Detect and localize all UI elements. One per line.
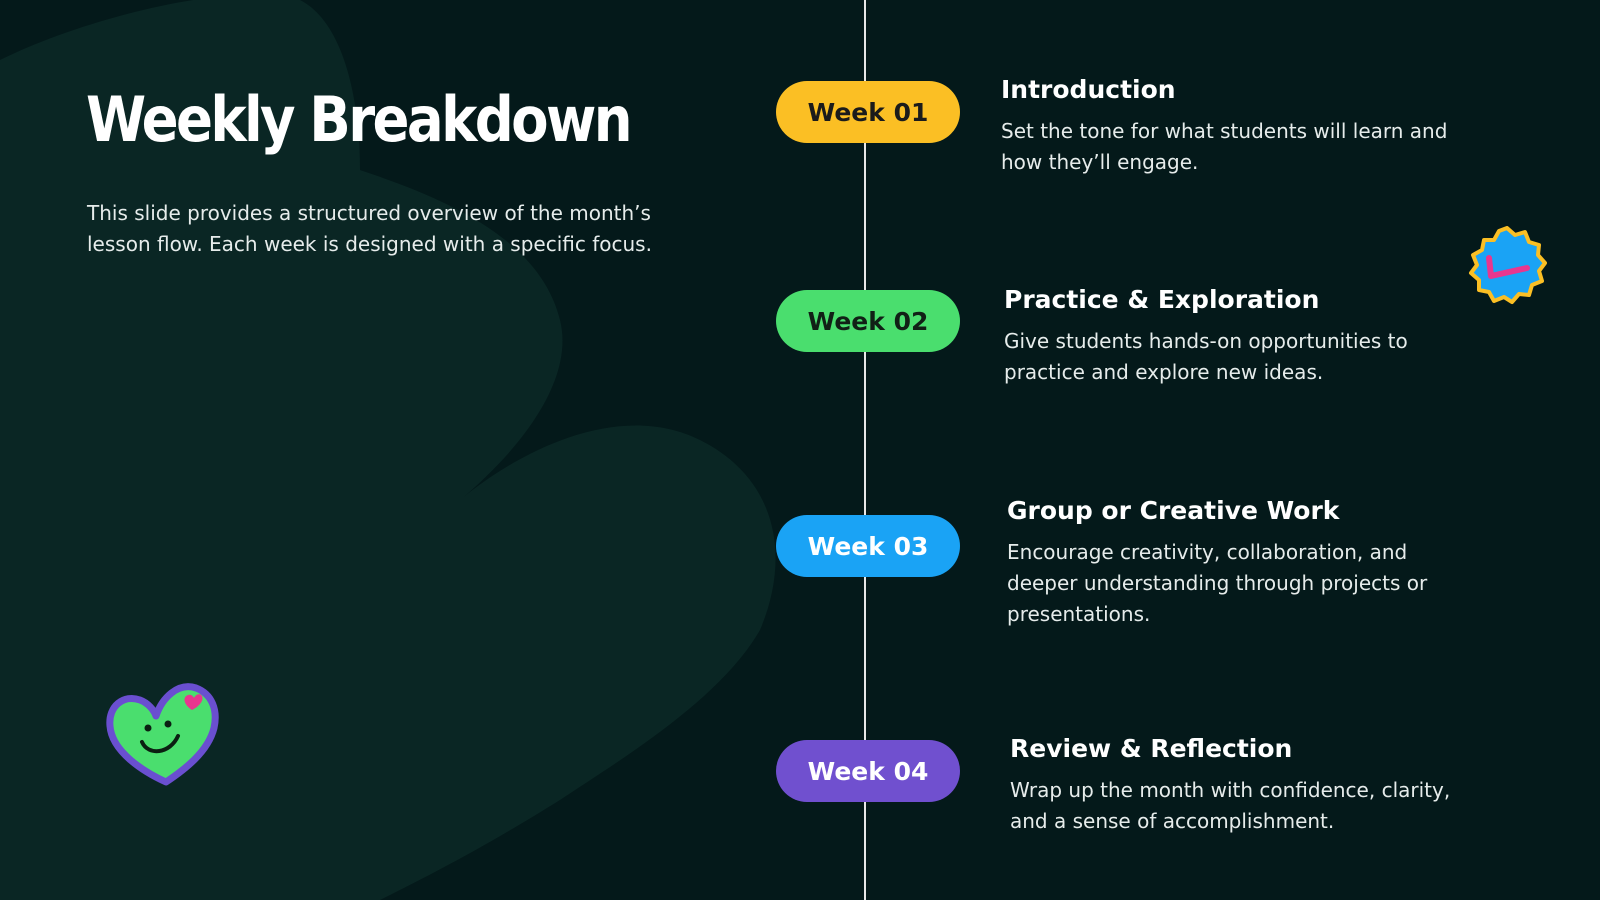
week-02-description: Give students hands-on opportunities to … [1004, 329, 1408, 384]
timeline-line [864, 0, 866, 900]
week-02-heading: Practice & Exploration [1004, 285, 1320, 314]
week-03-heading: Group or Creative Work [1007, 496, 1340, 525]
week-01-heading: Introduction [1001, 75, 1176, 104]
week-04-description: Wrap up the month with confidence, clari… [1010, 778, 1451, 833]
smiley-heart-icon [106, 683, 219, 786]
check-badge-icon [1469, 226, 1547, 304]
week-03-item: Group or Creative Work Encourage creativ… [1007, 495, 1477, 630]
week-02-pill: Week 02 [776, 290, 960, 352]
week-04-pill: Week 04 [776, 740, 960, 802]
week-03-description: Encourage creativity, collaboration, and… [1007, 540, 1428, 626]
slide-intro: This slide provides a structured overvie… [87, 201, 652, 256]
week-02-item: Practice & Exploration Give students han… [1004, 284, 1474, 388]
week-04-heading: Review & Reflection [1010, 734, 1293, 763]
week-01-pill: Week 01 [776, 81, 960, 143]
week-03-pill: Week 03 [776, 515, 960, 577]
week-01-item: Introduction Set the tone for what stude… [1001, 74, 1471, 178]
week-01-description: Set the tone for what students will lear… [1001, 119, 1448, 174]
slide-title: Weekly Breakdown [86, 83, 633, 156]
week-04-item: Review & Reflection Wrap up the month wi… [1010, 733, 1480, 837]
